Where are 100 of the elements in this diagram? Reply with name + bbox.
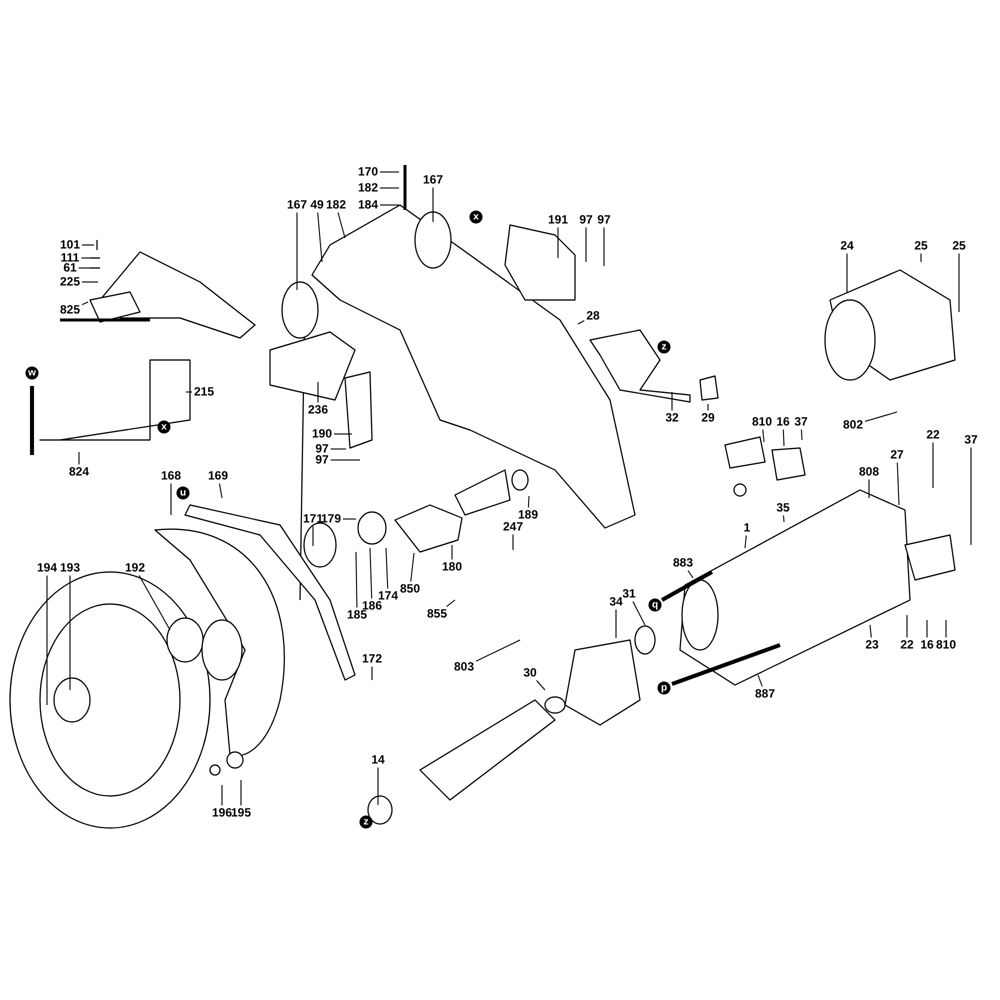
leader-line [138, 575, 170, 630]
callout-number: 23 [864, 638, 880, 652]
callout-number: 168 [160, 470, 182, 482]
callout-number: 22 [899, 638, 915, 652]
callout-number: 180 [440, 560, 464, 574]
callout-number: 97 [578, 214, 594, 226]
callout-number: 189 [516, 508, 540, 522]
leader-line [330, 448, 346, 450]
callout-number: 16 [775, 416, 791, 428]
leader-line [46, 575, 48, 706]
callout-number: 14 [370, 754, 386, 766]
callout-number: 196 [210, 806, 234, 820]
leader-line [800, 429, 802, 440]
leader-line [536, 680, 546, 690]
leader-line [868, 479, 870, 498]
callout-number: 169 [206, 470, 230, 482]
leader-line [632, 601, 646, 626]
callout-number: 31 [621, 588, 637, 600]
leader-line [240, 780, 242, 806]
callout-number: 97 [596, 214, 612, 226]
callout-number: 194 [36, 562, 58, 574]
leader-line [312, 526, 314, 546]
callout-number: 28 [585, 310, 601, 322]
reference-marker: x [470, 210, 482, 224]
callout-number: 16 [919, 638, 935, 652]
leader-line [864, 412, 898, 422]
callout-number: 49 [309, 198, 325, 212]
reference-marker: z [658, 340, 670, 354]
callout-number: 190 [310, 428, 334, 440]
leader-line [896, 462, 900, 506]
callout-number: 182 [324, 198, 348, 212]
callout-number: 184 [356, 198, 380, 212]
leader-line [926, 620, 928, 638]
leader-line [317, 212, 322, 262]
callout-number: 824 [68, 466, 90, 478]
callout-number: 887 [754, 688, 776, 700]
callout-number: 30 [522, 666, 538, 680]
callout-number: 802 [842, 418, 864, 432]
callout-number: 32 [664, 412, 680, 424]
callout-number: 225 [58, 276, 82, 288]
leader-line [342, 518, 356, 520]
callout-number: 37 [793, 416, 809, 428]
leader-line [218, 483, 222, 498]
callout-number: 855 [426, 608, 448, 620]
callout-number: 236 [306, 404, 330, 416]
leader-line [758, 674, 763, 687]
leader-line [762, 429, 764, 442]
leader-line [578, 320, 585, 324]
callout-number: 97 [314, 442, 330, 456]
callout-number: 34 [608, 596, 624, 608]
reference-marker: x [158, 420, 170, 434]
callout-number: 25 [951, 240, 967, 252]
leader-line [356, 552, 358, 608]
callout-number: 172 [360, 652, 384, 666]
leader-line [82, 244, 94, 246]
callout-number: 167 [286, 198, 308, 212]
callout-number: 170 [356, 166, 380, 178]
callout-number: 111 [60, 252, 80, 264]
callout-number: 191 [546, 214, 570, 226]
callout-number: 25 [913, 240, 929, 252]
leader-line [688, 570, 694, 578]
callout-number: 24 [839, 240, 855, 252]
callout-number: 1 [742, 522, 752, 534]
callout-number: 825 [58, 304, 82, 316]
leader-line [958, 253, 960, 312]
callout-number: 182 [356, 182, 380, 194]
leader-line [82, 302, 88, 306]
leader-line [906, 614, 908, 638]
reference-marker: z [360, 816, 372, 828]
leader-line [476, 640, 520, 662]
leader-line [78, 452, 80, 465]
callout-number: 171 [302, 512, 324, 526]
callout-number: 192 [124, 562, 146, 574]
leader-line [410, 552, 414, 582]
leader-line [920, 253, 922, 262]
leader-line [370, 548, 372, 599]
callout-number: 247 [502, 520, 524, 534]
leader-line [380, 204, 400, 206]
leader-line [170, 483, 172, 516]
leader-line [782, 429, 784, 446]
callout-number: 215 [192, 386, 216, 398]
callout-number: 193 [58, 562, 82, 574]
callout-number: 97 [314, 454, 330, 466]
callout-number: 174 [376, 590, 400, 602]
leader-line [744, 535, 747, 548]
leader-line [338, 212, 346, 238]
leader-line [432, 187, 434, 222]
leader-line [512, 534, 514, 550]
callout-number: 35 [775, 502, 791, 514]
callout-number: 850 [398, 582, 422, 596]
leader-line [970, 447, 972, 546]
leader-line [386, 548, 388, 589]
reference-marker: u [176, 486, 190, 500]
callout-number: 810 [934, 638, 958, 652]
callout-number: 27 [889, 448, 905, 462]
reference-marker: w [26, 366, 38, 380]
callout-number: 29 [700, 412, 716, 424]
leader-line [932, 442, 934, 488]
leader-line [296, 212, 298, 290]
callout-number: 101 [58, 238, 82, 252]
